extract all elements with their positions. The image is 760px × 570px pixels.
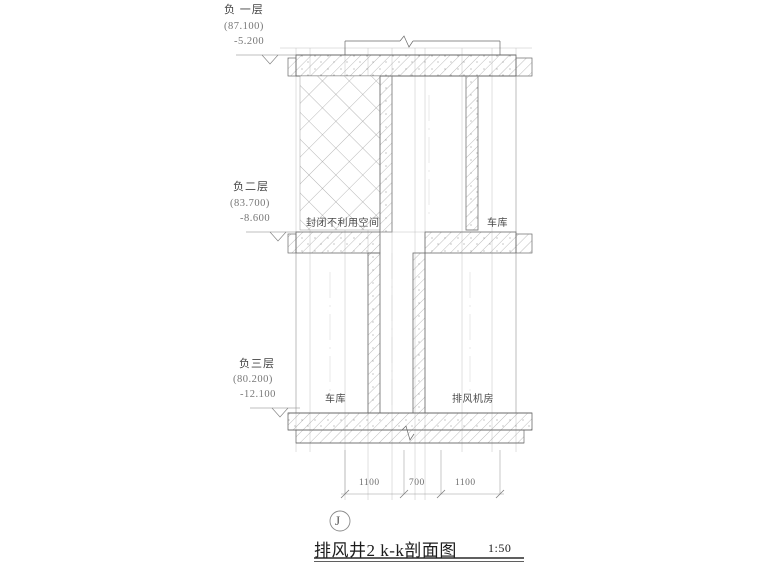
detail-tag-circle xyxy=(329,510,351,532)
drawing-title: 排风井2 k-k剖面图 xyxy=(314,541,457,560)
shaft-walls-lower xyxy=(367,252,426,414)
level-label-b1-relative: -5.200 xyxy=(234,36,265,47)
break-symbol-top xyxy=(344,35,501,55)
garage-upper-region xyxy=(477,76,517,232)
shaft-walls-upper xyxy=(379,75,479,233)
level-triangle-b2 xyxy=(269,231,287,242)
level-triangles xyxy=(261,54,289,418)
level-label-b2-absolute: (83.700) xyxy=(230,198,270,209)
shaft-void-upper xyxy=(391,76,467,232)
level-triangle-b1 xyxy=(261,54,279,65)
slab-top xyxy=(287,54,533,77)
break-symbol-bottom xyxy=(401,425,415,441)
dimension-chain xyxy=(340,450,505,499)
level-label-b2-relative: -8.600 xyxy=(240,213,271,224)
level-label-b1-name: 负 一层 xyxy=(224,4,264,16)
drawing-scale: 1:50 xyxy=(488,541,512,555)
level-datum-lines xyxy=(236,54,300,409)
shaft-void-lower xyxy=(295,253,517,413)
slab-middle xyxy=(287,231,533,254)
room-label-garage-lower: 车库 xyxy=(325,394,346,405)
detail-tag-letter: J xyxy=(335,513,341,528)
level-label-b1-absolute: (87.100) xyxy=(224,21,264,32)
sealed-unused-space-fill xyxy=(299,75,381,231)
level-label-b3-relative: -12.100 xyxy=(240,389,276,400)
dimension-text-3: 1100 xyxy=(455,478,476,488)
level-label-b3-absolute: (80.200) xyxy=(233,374,273,385)
dimension-text-1: 1100 xyxy=(359,478,380,488)
level-label-b3-name: 负三层 xyxy=(239,358,275,370)
title-underline xyxy=(314,557,524,562)
dimension-text-2: 700 xyxy=(409,478,425,488)
room-label-sealed-space: 封闭不利用空间 xyxy=(306,218,380,229)
room-label-exhaust-fan-room: 排风机房 xyxy=(452,394,494,405)
level-label-b2-name: 负二层 xyxy=(233,181,269,193)
level-triangle-b3 xyxy=(271,407,289,418)
room-label-garage-upper: 车库 xyxy=(487,218,508,229)
slab-bottom-mat xyxy=(287,412,533,444)
